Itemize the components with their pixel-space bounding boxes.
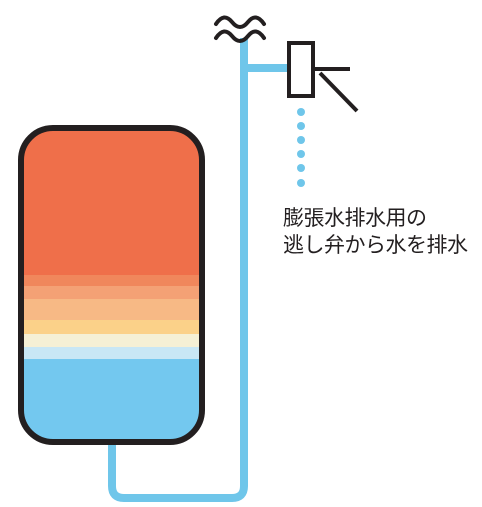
gradient-band-2 [21,286,202,299]
caption-line-2: 逃し弁から水を排水 [283,233,468,257]
tank-outline [18,125,205,445]
hot-water-layer [21,128,202,275]
wave-icon [214,15,266,43]
relief-valve-icon [287,41,359,113]
gradient-band-4 [21,320,202,334]
gradient-band-6 [21,347,202,359]
water-pipe [108,38,248,502]
relief-valve-caption: 膨張水排水用の 逃し弁から水を排水 [283,205,478,259]
gradient-band-1 [21,275,202,286]
gradient-band-5 [21,334,202,347]
water-tank [18,125,205,445]
gradient-band-3 [21,299,202,320]
water-drip-icon [297,108,305,187]
cold-water-layer [21,359,202,442]
caption-line-1: 膨張水排水用の [283,206,427,230]
